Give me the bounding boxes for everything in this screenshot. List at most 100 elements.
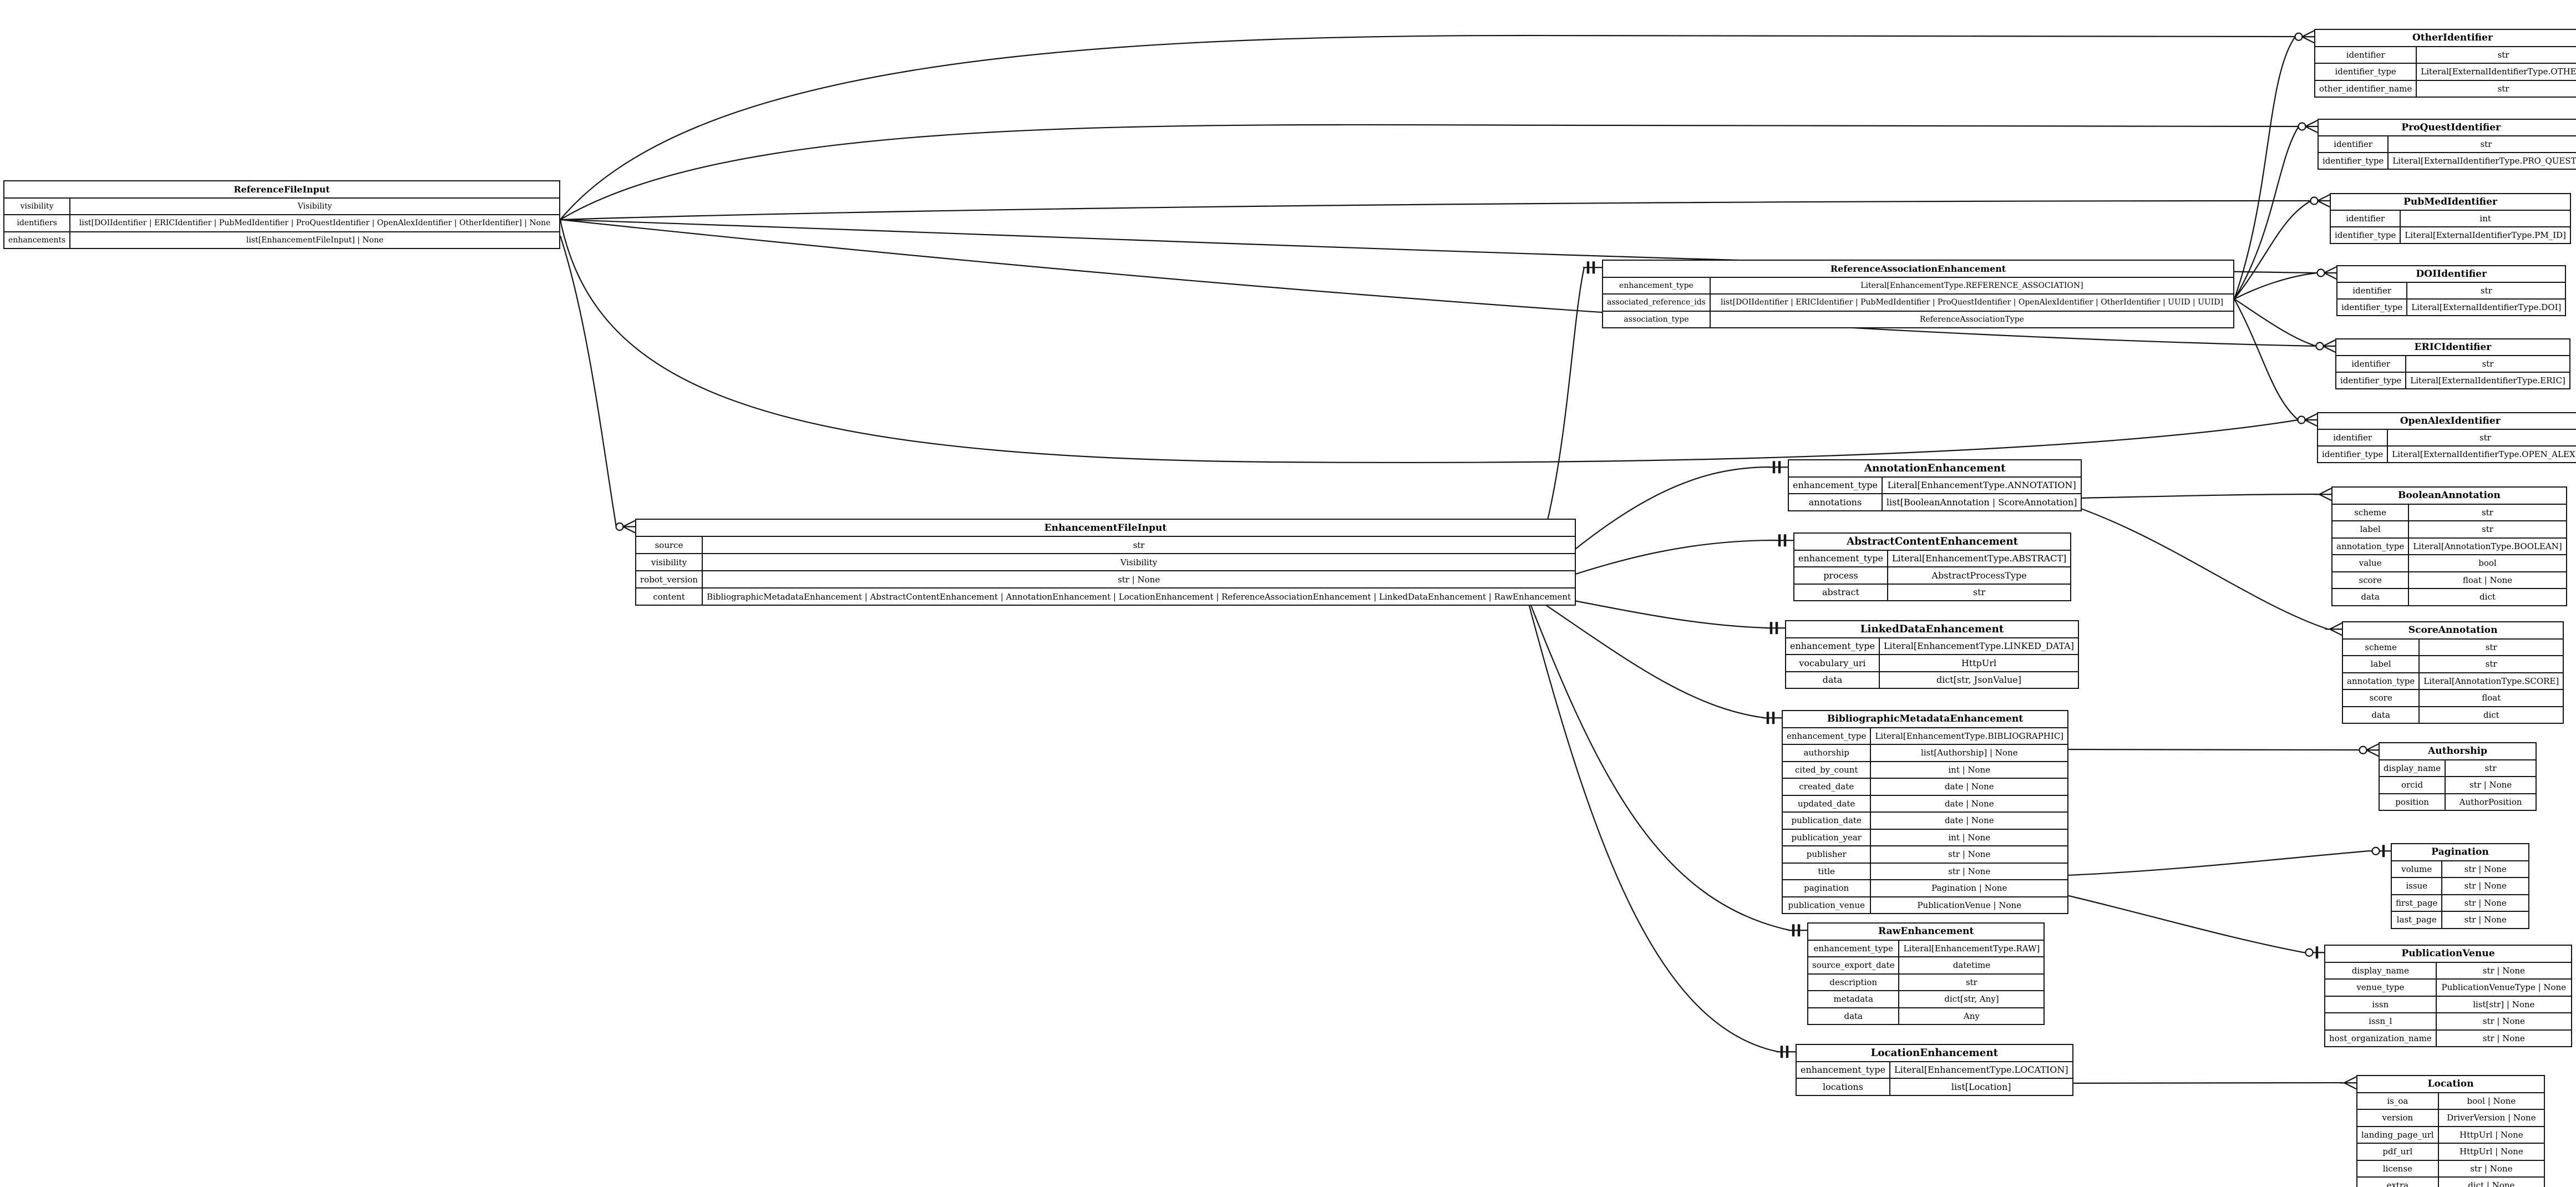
field-name: source bbox=[635, 536, 703, 554]
field-type: Literal[EnhancementType.ABSTRACT] bbox=[1887, 549, 2072, 567]
field-name: position bbox=[2378, 793, 2446, 811]
field-type: str bbox=[2408, 520, 2567, 539]
field-name: value bbox=[2331, 554, 2410, 572]
field-type: AbstractProcessType bbox=[1887, 566, 2072, 585]
edge-reference_association_enhancement.associated_reference_ids->proquest_identifier bbox=[2234, 126, 2299, 300]
field-name: identifier_type bbox=[2335, 372, 2407, 389]
field-type: dict bbox=[2408, 588, 2567, 606]
field-type: HttpUrl | None bbox=[2437, 1143, 2545, 1161]
entity-title-row: Authorship bbox=[2379, 742, 2537, 760]
entity-title: ProQuestIdentifier bbox=[2317, 119, 2576, 136]
field-type: date | None bbox=[1870, 794, 2069, 813]
field-type: float | None bbox=[2408, 571, 2567, 589]
field-name: visibility bbox=[635, 553, 703, 571]
entity-title-row: ReferenceAssociationEnhancement bbox=[1602, 260, 2234, 278]
field-name: orcid bbox=[2378, 776, 2446, 794]
cardinality-marker-bibliographic_metadata_enhancement bbox=[1763, 712, 1782, 724]
edge-reference_association_enhancement.associated_reference_ids->pubmed_identifier bbox=[2234, 200, 2311, 300]
field-type: str | None bbox=[2435, 1012, 2573, 1031]
field-name: vocabulary_uri bbox=[1785, 654, 1880, 672]
field-type: HttpUrl | None bbox=[2437, 1125, 2545, 1144]
field-name: identifier_type bbox=[2329, 226, 2401, 244]
cardinality-marker-publication_venue bbox=[2303, 946, 2324, 959]
entity-title-row: ReferenceFileInput bbox=[3, 180, 560, 199]
cardinality-marker-annotation_enhancement bbox=[1769, 461, 1788, 474]
entity-title: Location bbox=[2356, 1075, 2545, 1093]
field-type: Literal[ExternalIdentifierType.ERIC] bbox=[2405, 372, 2570, 389]
entity-title-row: ProQuestIdentifier bbox=[2317, 119, 2576, 136]
entity-title-row: ScoreAnnotation bbox=[2341, 621, 2564, 640]
entity-title-row: OpenAlexIdentifier bbox=[2317, 412, 2576, 430]
field-name: title bbox=[1781, 862, 1872, 880]
field-type: str bbox=[1887, 583, 2072, 601]
entity-title: ERICIdentifier bbox=[2335, 338, 2570, 356]
cardinality-marker-pubmed_identifier bbox=[2310, 194, 2330, 207]
field-name: enhancement_type bbox=[1781, 727, 1872, 745]
field-name: enhancement_type bbox=[1788, 476, 1883, 494]
field-type: list[Authorship] | None bbox=[1870, 744, 2069, 762]
field-type: Visibility bbox=[702, 553, 1576, 571]
field-name: updated_date bbox=[1781, 794, 1872, 813]
field-type: bool bbox=[2408, 554, 2567, 572]
edge-reference_association_enhancement.associated_reference_ids->openalex_identifier bbox=[2234, 298, 2299, 420]
field-name: enhancement_type bbox=[1807, 939, 1900, 957]
field-name: first_page bbox=[2390, 894, 2443, 912]
field-type: str | None bbox=[2435, 961, 2573, 980]
edge-reference_file_input.identifiers->openalex_identifier bbox=[559, 219, 2299, 463]
edge-bibliographic_metadata_enhancement.authorship->authorship bbox=[2052, 748, 2360, 751]
cardinality-marker-linked_data_enhancement bbox=[1766, 622, 1785, 635]
entity-title-row: Location bbox=[2356, 1075, 2545, 1093]
field-name: source_export_date bbox=[1807, 956, 1900, 975]
entity-title: OtherIdentifier bbox=[2314, 29, 2576, 47]
field-type: int | None bbox=[1870, 760, 2069, 779]
field-type: str | None bbox=[2441, 877, 2529, 895]
field-type: str bbox=[2387, 429, 2576, 447]
cardinality-marker-authorship bbox=[2359, 743, 2379, 757]
field-type: str bbox=[2387, 135, 2576, 153]
edge-reference_file_input.enhancements->enhancement_file_input bbox=[559, 235, 617, 527]
field-name: identifier bbox=[2336, 282, 2408, 300]
entity-title: PubMedIdentifier bbox=[2329, 193, 2572, 211]
field-type: dict | None bbox=[2437, 1176, 2545, 1187]
field-name: version bbox=[2356, 1109, 2439, 1127]
field-name: locations bbox=[1796, 1078, 1890, 1096]
field-type: date | None bbox=[1870, 811, 2069, 830]
field-name: landing_page_url bbox=[2356, 1125, 2439, 1144]
field-type: str | None bbox=[2445, 776, 2537, 794]
field-type: Literal[ExternalIdentifierType.OTHER] bbox=[2416, 63, 2576, 81]
field-type: str | None bbox=[702, 570, 1576, 589]
cardinality-marker-eric_identifier bbox=[2315, 339, 2336, 353]
field-name: identifier_type bbox=[2314, 63, 2417, 81]
